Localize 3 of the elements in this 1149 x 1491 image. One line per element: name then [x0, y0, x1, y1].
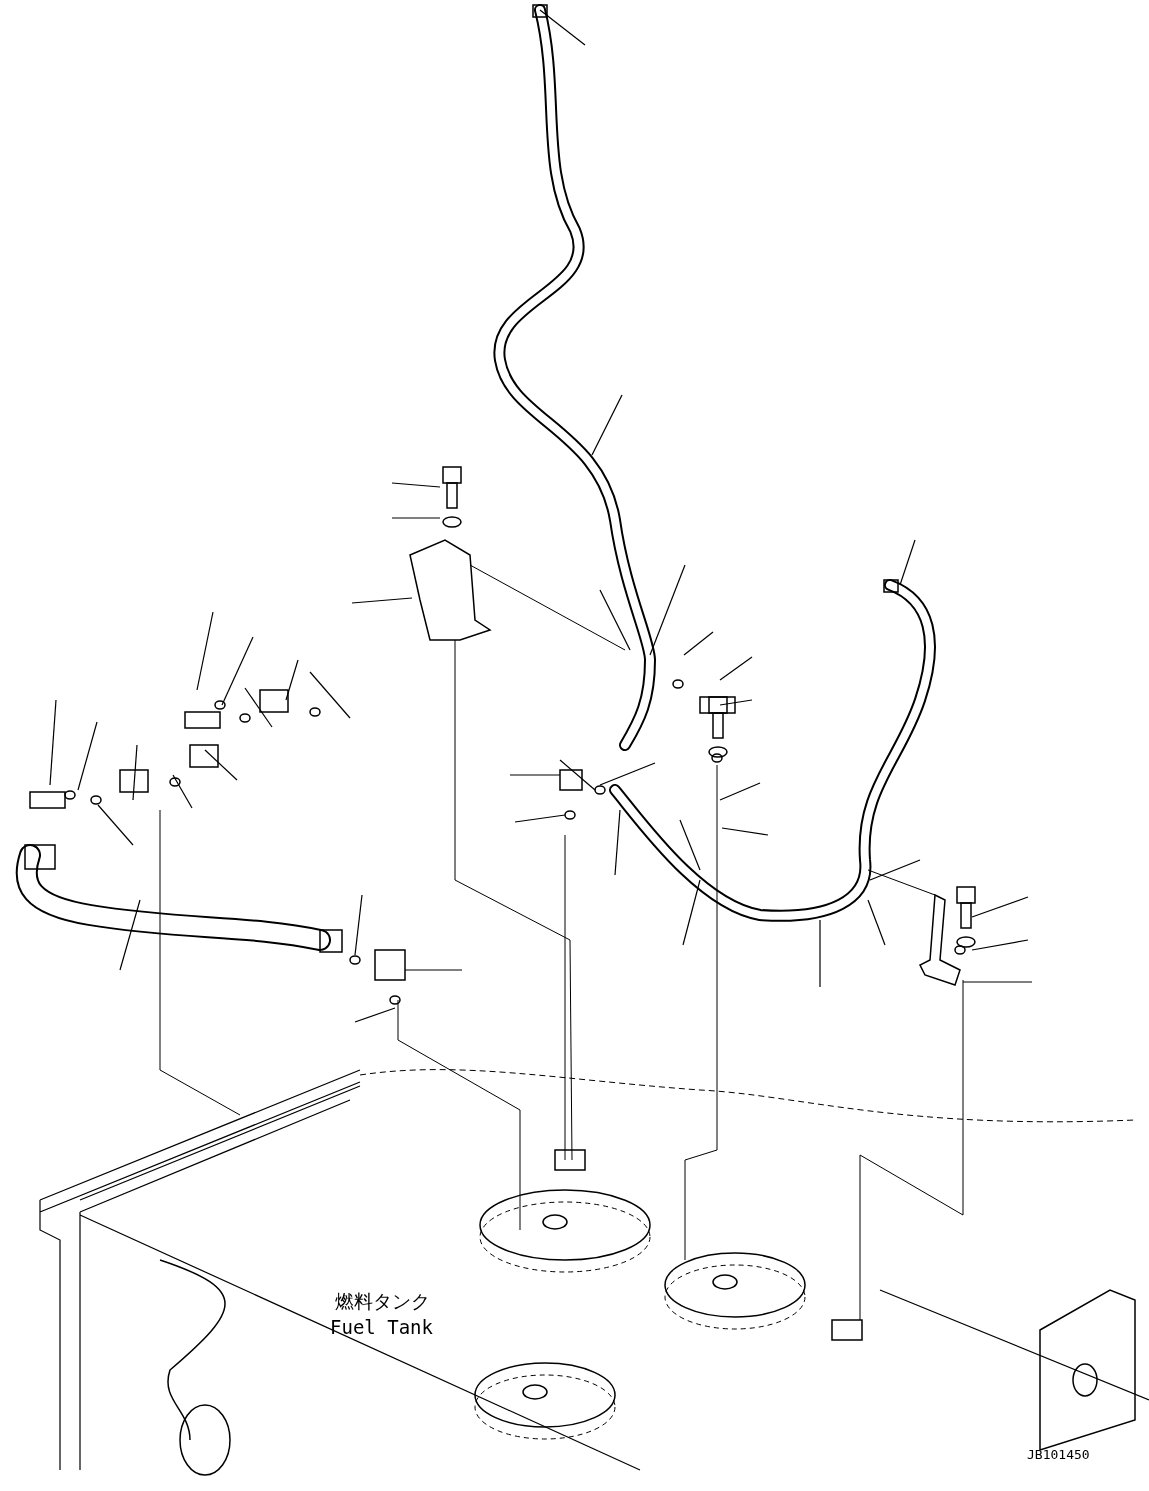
part-label: Fuel Tank — [330, 1318, 433, 1337]
part-label: 燃料タンク — [335, 1292, 430, 1311]
drawing-number: JB101450 — [1027, 1448, 1090, 1461]
